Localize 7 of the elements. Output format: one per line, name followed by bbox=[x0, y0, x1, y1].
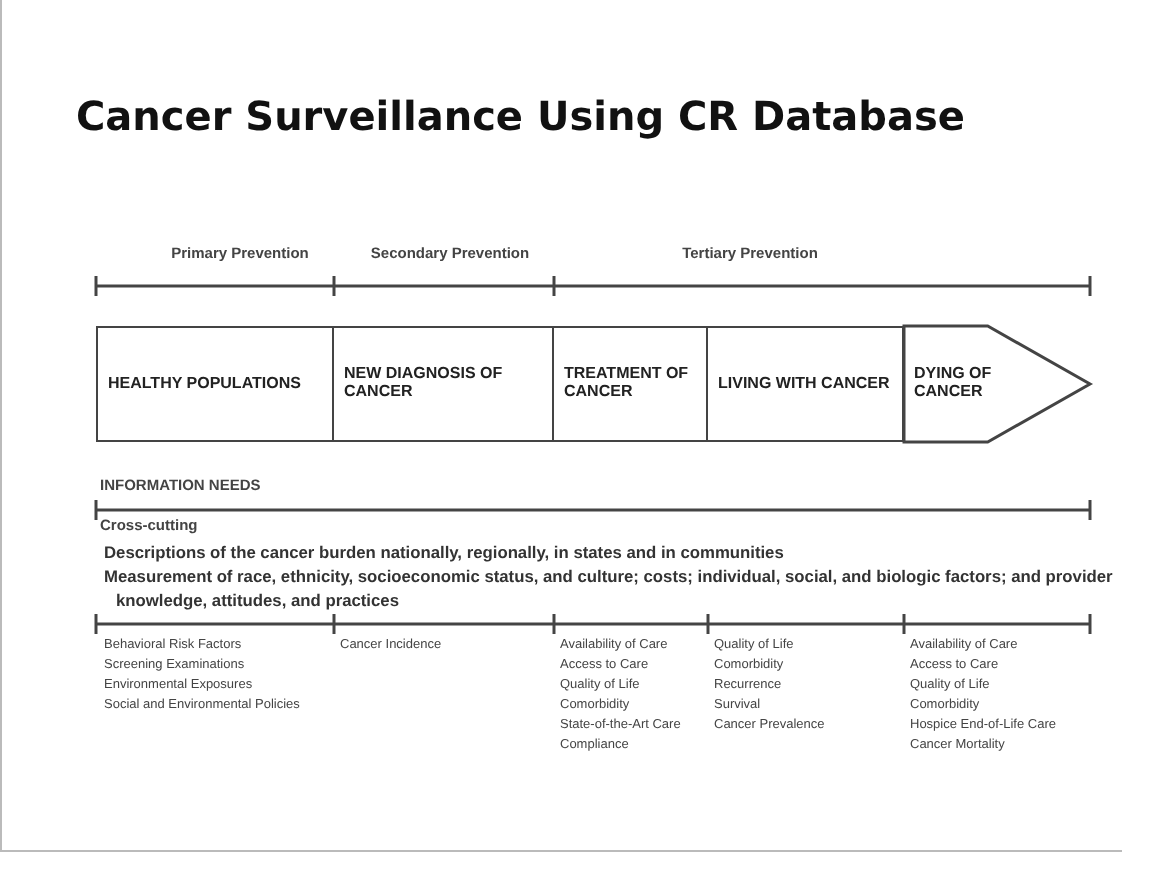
stage-box: NEW DIAGNOSIS OF CANCER bbox=[334, 326, 554, 442]
arrow-head-stage: DYING OF CANCER bbox=[904, 326, 1090, 442]
stage-box: TREATMENT OF CANCER bbox=[554, 326, 708, 442]
stage-box: HEALTHY POPULATIONS bbox=[96, 326, 334, 442]
bullet-text: Descriptions of the cancer burden nationally, regionally, in states and in communities bbox=[102, 540, 786, 564]
title: Cancer Surveillance Using CR Database bbox=[76, 92, 965, 140]
bullet-text: Measurement of race, ethnicity, socioeconomic status, and culture; costs; individual, social, and biologic factors; and provider knowledge, attitudes, and practices bbox=[102, 564, 1115, 612]
